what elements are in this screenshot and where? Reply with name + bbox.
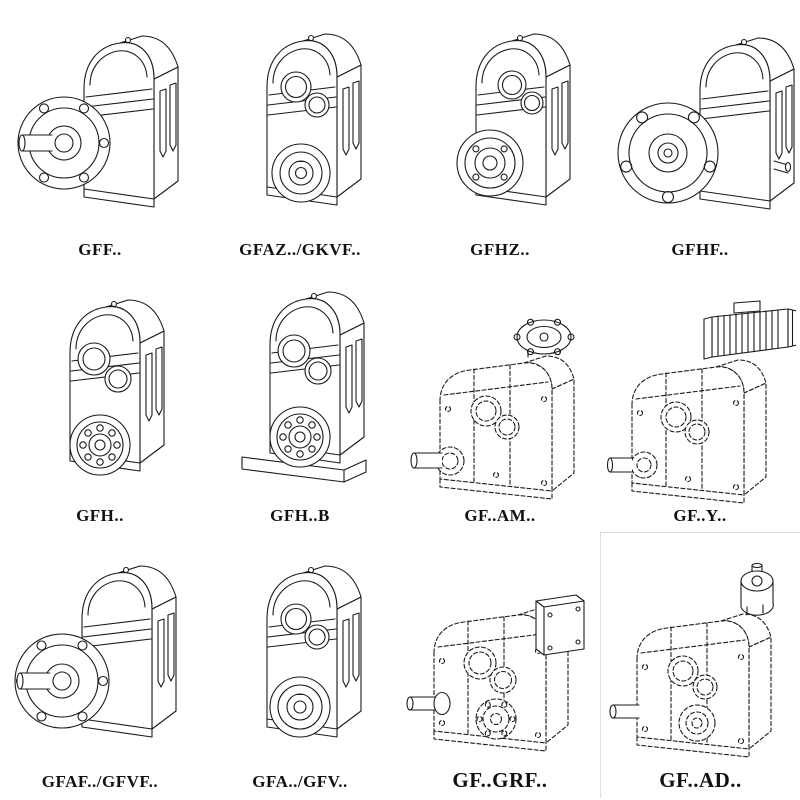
input-adapter-icon [739, 562, 774, 616]
model-label: GFH.. [76, 506, 124, 526]
catalog-cell-gfa-gfv: GFA../GFV.. [200, 532, 400, 798]
catalog-cell-gf-grf: GF..GRF.. [400, 532, 600, 798]
gearbox-with-motor-icon [606, 300, 796, 504]
catalog-cell-gf-ad: GF..AD.. [600, 532, 800, 798]
catalog-cell-gf-am: GF..AM.. [400, 266, 600, 532]
catalog-cell-gf-y: GF..Y.. [600, 266, 800, 532]
catalog-cell-gfh: GFH.. [0, 266, 200, 532]
model-label: GFAF../GFVF.. [41, 772, 159, 792]
model-label: GFH..B [270, 506, 330, 526]
model-label: GF..AM.. [464, 506, 536, 526]
gearbox-front-flange-icon [617, 37, 795, 210]
gearbox-solid-shaft-base-icon [241, 291, 367, 483]
motor-icon [703, 300, 796, 360]
gearbox-cover-box-icon [406, 594, 585, 752]
gearbox-hollow-shaft-front-icon [456, 33, 571, 206]
model-label: GF..AD.. [659, 767, 742, 792]
gearbox-solid-shaft-icon [69, 299, 165, 476]
catalog-cell-gfh-b: GFH..B [200, 266, 400, 532]
gearbox-hollow-shaft-icon [266, 565, 362, 738]
model-label: GF..Y.. [673, 506, 727, 526]
gearbox-hollow-shaft-icon [266, 33, 362, 206]
model-label: GF..GRF.. [452, 767, 548, 792]
cover-box-icon [535, 594, 585, 656]
gearbox-input-adapter-icon [608, 562, 774, 758]
model-label: GFHF.. [671, 240, 729, 260]
model-label: GFF.. [78, 240, 122, 260]
catalog-cell-gfaf-gfvf: GFAF../GFVF.. [0, 532, 200, 798]
catalog-cell-gfaz-gkvf: GFAZ../GKVF.. [200, 0, 400, 266]
gearbox-output-flange-icon [17, 35, 179, 208]
gearbox-motor-adapter-flange-icon [410, 319, 575, 500]
catalog-cell-gfhz: GFHZ.. [400, 0, 600, 266]
catalog-cell-gfhf: GFHF.. [600, 0, 800, 266]
catalog-cell-gff: GFF.. [0, 0, 200, 266]
model-label: GFA../GFV.. [252, 772, 348, 792]
gearbox-output-flange-icon [14, 565, 177, 738]
model-label: GFAZ../GKVF.. [239, 240, 361, 260]
model-label: GFHZ.. [470, 240, 530, 260]
